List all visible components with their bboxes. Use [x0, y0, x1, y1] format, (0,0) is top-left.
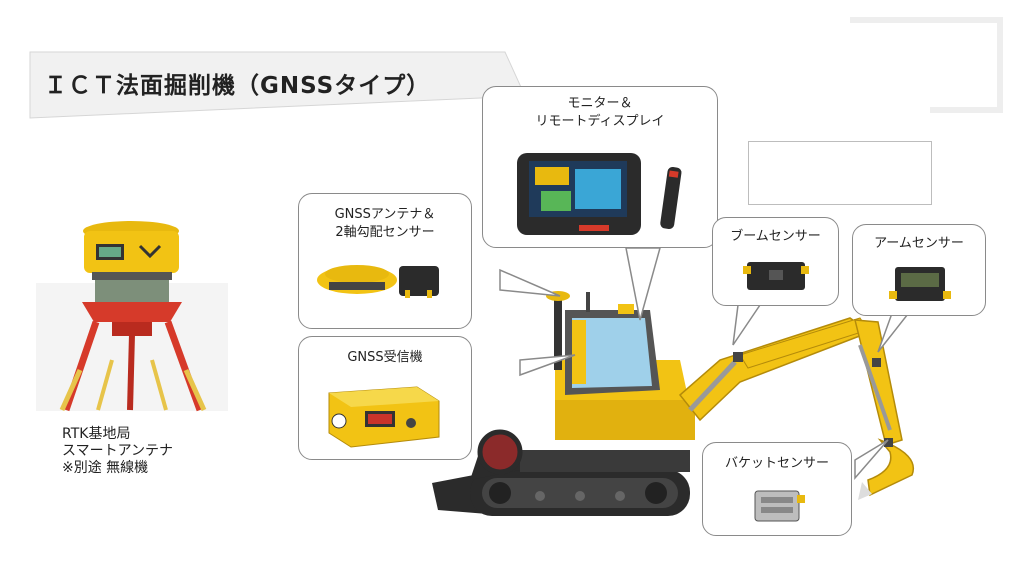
- callout-pointers: [499, 247, 917, 481]
- arm-sensor-image: [889, 267, 951, 301]
- monitor-label-line1: モニター＆: [567, 96, 633, 111]
- antenna-callout: GNSSアンテナ＆ 2軸勾配センサー: [298, 193, 472, 329]
- monitor-device-image: [517, 153, 682, 235]
- receiver-device-image: [328, 386, 440, 448]
- rtk-label-line2: スマートアンテナ: [62, 443, 174, 459]
- rtk-label: RTK基地局 スマートアンテナ ※別途 無線機: [62, 426, 173, 477]
- boom-sensor-label: ブームセンサー: [730, 229, 821, 244]
- arm-sensor-label: アームセンサー: [874, 236, 964, 251]
- bucket-sensor-callout: バケットセンサー: [702, 442, 852, 536]
- monitor-label-line2: リモートディスプレイ: [535, 114, 665, 129]
- antenna-device-image: [317, 265, 439, 298]
- rtk-base-station: [36, 221, 228, 412]
- arm-sensor-callout: アームセンサー: [852, 224, 986, 316]
- excavator: [432, 291, 914, 516]
- rtk-label-line1: RTK基地局: [62, 426, 131, 442]
- monitor-callout: モニター＆ リモートディスプレイ: [482, 86, 718, 248]
- blank-label-box: [748, 141, 932, 205]
- page-title: ＩＣＴ法面掘削機（GNSSタイプ）: [44, 73, 431, 99]
- rtk-label-line3: ※別途 無線機: [62, 460, 149, 476]
- antenna-label-line1: GNSSアンテナ＆: [334, 207, 436, 222]
- boom-sensor-image: [743, 262, 809, 290]
- antenna-label-line2: 2軸勾配センサー: [335, 225, 435, 240]
- bucket-sensor-image: [754, 490, 805, 522]
- receiver-label: GNSS受信機: [347, 350, 423, 365]
- boom-sensor-callout: ブームセンサー: [712, 217, 839, 306]
- bucket-sensor-label: バケットセンサー: [724, 456, 829, 471]
- receiver-callout: GNSS受信機: [298, 336, 472, 460]
